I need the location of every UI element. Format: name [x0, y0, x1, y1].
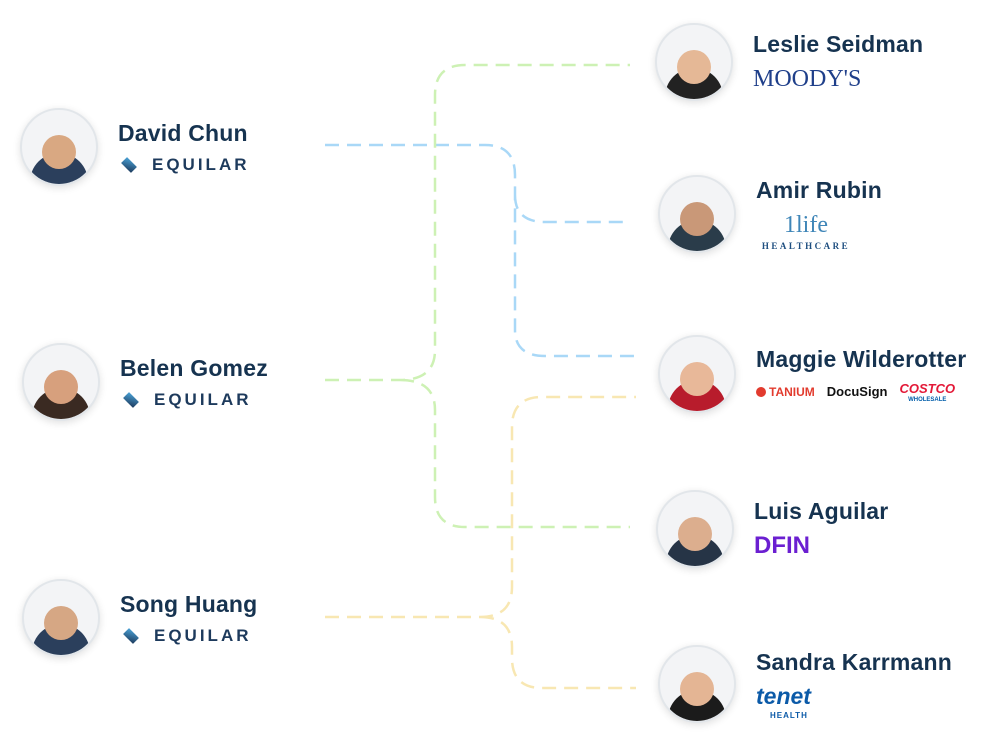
person-name: Amir Rubin	[756, 176, 882, 203]
logo-text: COSTCO	[899, 380, 956, 396]
dfin-logo: DFIN	[754, 532, 810, 559]
logo-subtext: WHOLESALE	[908, 396, 947, 403]
person-name: Sandra Karrmann	[756, 648, 953, 675]
avatar	[658, 645, 736, 723]
avatar	[22, 343, 100, 421]
logo-text: tenet	[756, 682, 811, 709]
1life-healthcare-logo: 1life HEALTHCARE	[756, 210, 856, 253]
avatar	[658, 175, 736, 253]
logo-subtext: HEALTH	[770, 710, 808, 720]
company-name: EQUILAR	[154, 390, 252, 409]
avatar	[658, 335, 736, 413]
logo-subtext: HEALTHCARE	[761, 240, 851, 251]
person-belen-gomez: Belen Gomez EQUILAR	[22, 343, 268, 421]
equilar-logo-icon	[123, 392, 139, 408]
company-name: EQUILAR	[152, 155, 250, 174]
tanium-logo: TANIUM	[756, 384, 815, 400]
docusign-logo: DocuSign	[826, 384, 888, 399]
person-name: Belen Gomez	[120, 355, 268, 381]
person-name: Maggie Wilderotter	[756, 345, 967, 372]
logo-text: TANIUM	[769, 385, 815, 399]
person-name: Luis Aguilar	[754, 498, 889, 524]
person-maggie-wilderotter: Maggie Wilderotter TANIUM DocuSign COSTC…	[658, 335, 966, 413]
person-song-huang: Song Huang EQUILAR	[22, 579, 257, 657]
person-amir-rubin: Amir Rubin 1life HEALTHCARE	[658, 175, 882, 253]
avatar	[20, 108, 98, 186]
avatar	[656, 490, 734, 568]
company-name: EQUILAR	[154, 626, 252, 645]
person-leslie-seidman: Leslie Seidman MOODY'S	[655, 23, 923, 101]
person-name: Leslie Seidman	[753, 31, 924, 57]
green-connector	[325, 63, 630, 529]
tanium-mark-icon	[756, 387, 766, 397]
person-name: David Chun	[118, 120, 248, 146]
tenet-health-logo: tenet HEALTH	[756, 682, 952, 721]
person-david-chun: David Chun EQUILAR	[20, 108, 250, 186]
avatar	[655, 23, 733, 101]
avatar	[22, 579, 100, 657]
equilar-logo-icon	[121, 157, 137, 173]
person-sandra-karrmann: Sandra Karrmann tenet HEALTH	[658, 645, 952, 723]
logo-text: 1life	[784, 211, 828, 238]
equilar-logo-icon	[123, 628, 139, 644]
moodys-logo: MOODY'S	[753, 66, 862, 92]
blue-connector	[325, 143, 636, 358]
person-name: Song Huang	[120, 591, 258, 617]
yellow-connector	[325, 395, 636, 690]
person-luis-aguilar: Luis Aguilar DFIN	[656, 490, 888, 568]
